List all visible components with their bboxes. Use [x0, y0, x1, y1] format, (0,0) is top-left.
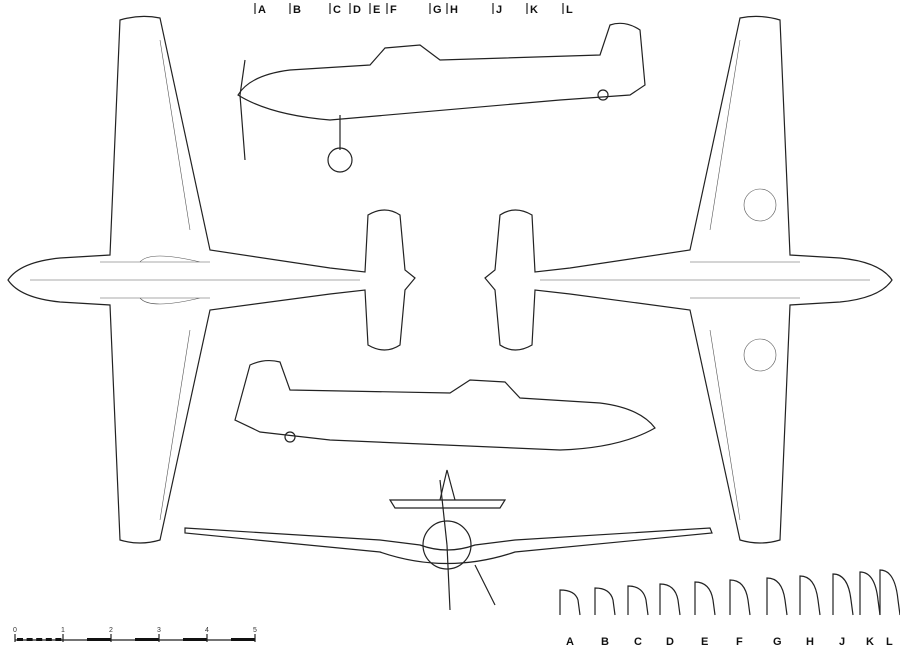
- bottom-view: [484, 15, 893, 544]
- station-label: F: [390, 4, 397, 16]
- cross-section: [627, 585, 649, 616]
- section-label: C: [634, 636, 642, 648]
- section-label: K: [866, 636, 874, 648]
- station-label: A: [258, 4, 266, 16]
- scale-tick-label: 4: [205, 627, 209, 634]
- station-label: H: [450, 4, 458, 16]
- cross-section: [559, 589, 581, 616]
- station-label: D: [353, 4, 361, 16]
- cross-section: [799, 575, 821, 616]
- station-label: G: [433, 4, 442, 16]
- section-label: J: [839, 636, 845, 648]
- side-view-lower: [234, 359, 656, 451]
- cross-section: [729, 579, 751, 616]
- scale-bar: 0 1 2 3 4 5: [13, 627, 257, 642]
- section-label: B: [601, 636, 609, 648]
- section-label: E: [701, 636, 708, 648]
- scale-tick-label: 0: [13, 627, 17, 634]
- front-view: [184, 469, 713, 611]
- cross-section: [594, 587, 616, 616]
- scale-tick-label: 3: [157, 627, 161, 634]
- station-label: L: [566, 4, 573, 16]
- side-view-upper: [237, 22, 646, 173]
- station-label: C: [333, 4, 341, 16]
- station-label: E: [373, 4, 380, 16]
- station-label: B: [293, 4, 301, 16]
- section-label: H: [806, 636, 814, 648]
- top-view: [7, 15, 416, 544]
- cross-sections: [559, 569, 900, 616]
- cross-section: [659, 583, 681, 616]
- section-label: F: [736, 636, 743, 648]
- scale-tick-label: 5: [253, 627, 257, 634]
- section-label: D: [666, 636, 674, 648]
- station-label: K: [530, 4, 538, 16]
- section-label: L: [886, 636, 893, 648]
- section-label: A: [566, 636, 574, 648]
- cross-section: [859, 571, 881, 616]
- scale-tick-label: 2: [109, 627, 113, 634]
- cross-section: [832, 573, 854, 616]
- cross-section: [879, 569, 900, 616]
- scale-tick-label: 1: [61, 627, 65, 634]
- cross-section: [694, 581, 716, 616]
- section-label: G: [773, 636, 782, 648]
- station-label: J: [496, 4, 502, 16]
- cross-section: [766, 577, 788, 616]
